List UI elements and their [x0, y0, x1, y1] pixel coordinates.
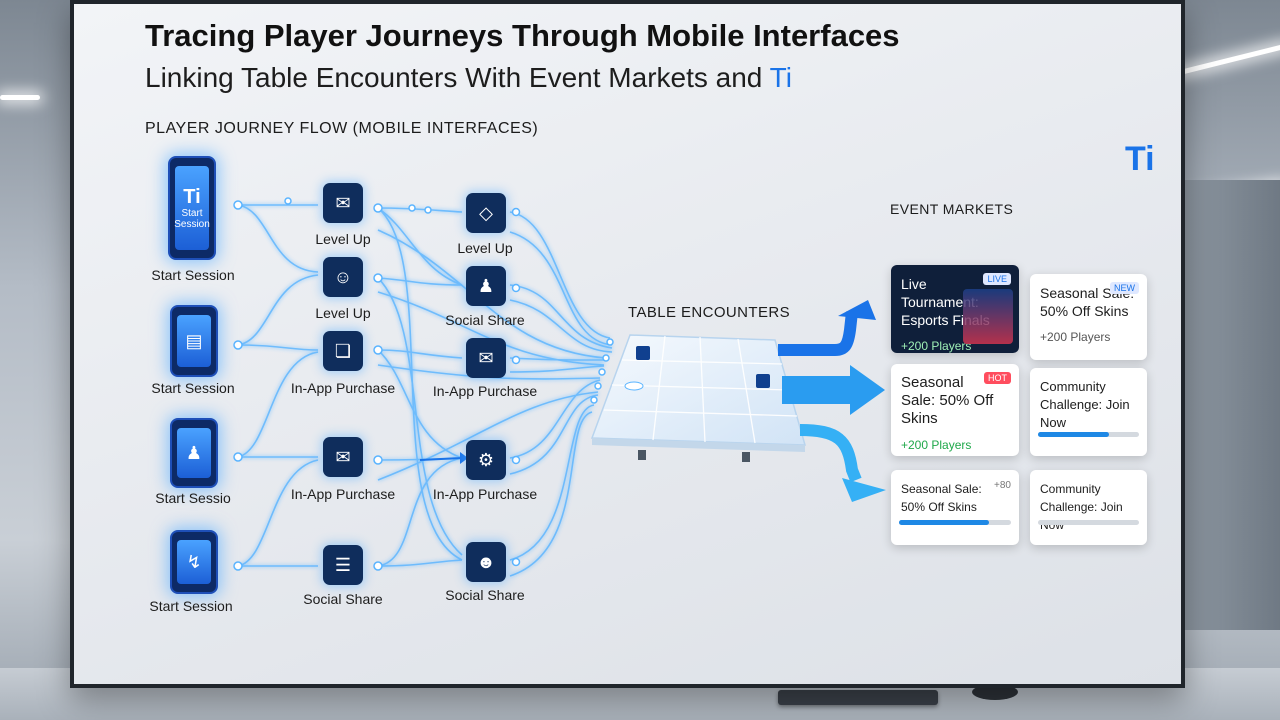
chat-window-icon: ▤: [185, 331, 203, 351]
node-in-app-purchase-4[interactable]: ⚙: [466, 440, 506, 480]
card-players: +200 Players: [1040, 330, 1111, 344]
node-social-share-2[interactable]: ♟: [466, 266, 506, 306]
brand-logo: Ti: [1125, 140, 1155, 178]
node-label: In-App Purchase: [432, 486, 538, 502]
tournament-image: [963, 289, 1013, 344]
document-icon: ☰: [334, 554, 352, 575]
market-card-seasonal-sale-2[interactable]: Seasonal Sale: 50% Off Skins +200 Player…: [891, 364, 1019, 456]
market-arrows: [778, 300, 886, 502]
challenge-progress-bar: [1038, 432, 1139, 437]
node-label: In-App Purchase: [290, 486, 396, 502]
market-card-seasonal-sale-3[interactable]: Seasonal Sale: 50% Off Skins +80: [891, 470, 1019, 545]
users-icon: ♟: [477, 275, 495, 296]
card-title: Seasonal Sale: 50% Off Skins: [901, 374, 994, 427]
phone-screen-text: Start Session: [174, 208, 210, 230]
hot-badge: HOT: [984, 372, 1011, 384]
phone-start-session-4[interactable]: ↯: [170, 530, 218, 594]
node-social-share-3[interactable]: ☻: [466, 542, 506, 582]
gear-icon: ⚙: [477, 449, 495, 470]
phone-label: Start Session: [151, 267, 235, 283]
new-badge: NEW: [1110, 282, 1139, 294]
node-label: Level Up: [315, 231, 371, 247]
live-badge: LIVE: [983, 273, 1011, 285]
sale-progress-bar: [899, 520, 1011, 525]
wall-panel: [1180, 180, 1280, 630]
table-encounters-label: TABLE ENCOUNTERS: [628, 304, 790, 321]
subtitle-text: Linking Table Encounters With Event Mark…: [145, 62, 770, 93]
node-social-share-1[interactable]: ☰: [323, 545, 363, 585]
card-title: Community Challenge: Join Now: [1040, 482, 1123, 532]
ceiling-light: [0, 95, 40, 100]
market-card-live-tournament[interactable]: Live Tournament: Esports Finals +200 Pla…: [891, 265, 1019, 353]
event-markets-label: EVENT MARKETS: [890, 201, 1014, 217]
mail-icon: ✉: [335, 192, 351, 213]
node-label: Level Up: [315, 305, 371, 321]
cube-icon: ❏: [334, 340, 352, 361]
phone-label: Start Sessio: [155, 490, 231, 506]
flow-section-label: PLAYER JOURNEY FLOW (MOBILE INTERFACES): [145, 120, 539, 137]
users-icon: ♟: [185, 443, 203, 463]
market-card-community-challenge-2[interactable]: Community Challenge: Join Now: [1030, 470, 1147, 545]
phone-label: Start Session: [151, 380, 235, 396]
phone-brand: Ti: [183, 186, 201, 208]
phone-screen: Ti Start Session: [174, 166, 210, 250]
node-label: Social Share: [445, 312, 525, 328]
node-in-app-purchase-2[interactable]: ✉: [323, 437, 363, 477]
mail-icon: ✉: [478, 347, 494, 368]
envelope-open-icon: ✉: [335, 446, 351, 467]
keyboard: [778, 690, 938, 705]
user-chat-icon: ☺: [333, 266, 353, 287]
pulse-icon: ↯: [186, 552, 202, 572]
subtitle-brand: Ti: [769, 62, 792, 93]
challenge-progress-bar: [1038, 520, 1139, 525]
progress-fill: [899, 520, 989, 525]
progress-fill: [1038, 432, 1109, 437]
phone-screen: ♟: [177, 428, 211, 478]
node-label: In-App Purchase: [432, 383, 538, 399]
node-in-app-purchase-1[interactable]: ❏: [323, 331, 363, 371]
phone-label: Start Session: [149, 598, 233, 614]
card-title: Community Challenge: Join Now: [1040, 379, 1130, 430]
market-card-community-challenge-1[interactable]: Community Challenge: Join Now: [1030, 368, 1147, 456]
phone-start-session-2[interactable]: ▤: [170, 305, 218, 377]
phone-screen: ▤: [177, 315, 211, 367]
market-card-seasonal-sale-1[interactable]: Seasonal Sale: 50% Off Skins +200 Player…: [1030, 274, 1147, 360]
node-level-up-3[interactable]: ◇: [466, 193, 506, 233]
node-level-up-2[interactable]: ☺: [323, 257, 363, 297]
mouse: [972, 684, 1018, 700]
page-subtitle: Linking Table Encounters With Event Mark…: [145, 62, 792, 94]
card-players: +200 Players: [901, 438, 972, 452]
corner-text: +80: [994, 480, 1011, 491]
node-in-app-purchase-3[interactable]: ✉: [466, 338, 506, 378]
node-label: Social Share: [445, 587, 525, 603]
phone-screen: ↯: [177, 540, 211, 584]
card-players: +200 Players: [901, 339, 972, 353]
card-title: Seasonal Sale: 50% Off Skins: [901, 482, 982, 514]
phone-start-session-3[interactable]: ♟: [170, 418, 218, 488]
encounter-table: [590, 334, 807, 462]
node-level-up-1[interactable]: ✉: [323, 183, 363, 223]
page-title: Tracing Player Journeys Through Mobile I…: [145, 18, 900, 53]
shield-icon: ◇: [479, 202, 493, 223]
node-label: Level Up: [457, 240, 513, 256]
user-icon: ☻: [476, 551, 496, 572]
node-label: Social Share: [303, 591, 383, 607]
phone-start-session-1[interactable]: Ti Start Session: [168, 156, 216, 260]
node-label: In-App Purchase: [290, 380, 396, 396]
